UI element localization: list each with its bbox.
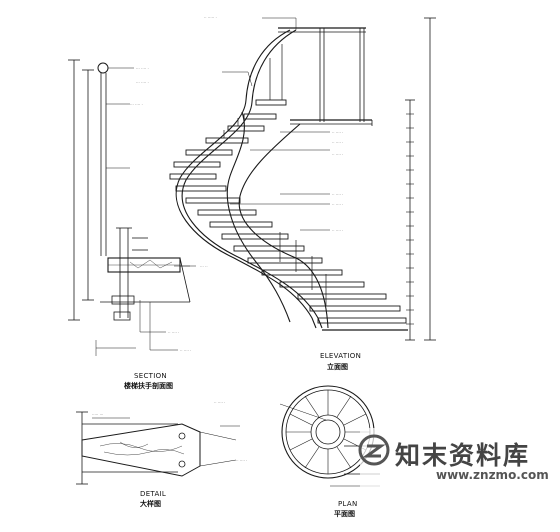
svg-text:·· ···· ·: ·· ···· · <box>214 400 225 405</box>
svg-text:··· ··: ··· ·· <box>200 264 208 269</box>
svg-text:··· ···· ·: ··· ···· · <box>136 80 149 85</box>
svg-text:····· ···: ····· ··· <box>92 412 103 417</box>
svg-text:·· ···· ·: ·· ···· · <box>236 458 247 463</box>
elevation-caption: ELEVATION <box>320 352 362 360</box>
plan-caption-cn: 平面图 <box>334 510 355 518</box>
svg-text:·· ···· ·: ·· ···· · <box>180 348 191 353</box>
svg-text:·· ···· ·: ·· ···· · <box>332 192 343 197</box>
svg-text:·· ···· ·: ·· ···· · <box>332 228 343 233</box>
plan-caption: PLAN <box>338 500 358 508</box>
section-drawing <box>68 59 196 356</box>
faint-annotation-tags: ·· ····· · ··· ···· · ··· ···· · ··· ···… <box>92 15 343 463</box>
balusters <box>223 44 327 306</box>
section-caption: SECTION <box>134 372 167 380</box>
detail-drawing <box>76 411 240 485</box>
svg-text:··· ···· ·: ··· ···· · <box>130 102 143 107</box>
svg-text:·· ···· ·: ·· ···· · <box>332 140 343 145</box>
svg-text:··· ···· ·: ··· ···· · <box>136 66 149 71</box>
svg-text:·· ···· ·: ·· ···· · <box>332 152 343 157</box>
watermark-brand: 知末资料库 <box>395 441 531 470</box>
landing-railing <box>278 27 373 126</box>
elevation-caption-cn: 立面图 <box>327 363 348 371</box>
watermark-url: www.znzmo.com <box>436 468 549 482</box>
stair-treads <box>169 99 408 331</box>
spiral-handrails <box>175 29 329 329</box>
svg-text:·· ···· ·: ·· ···· · <box>332 130 343 135</box>
watermark-logo-icon <box>358 434 390 466</box>
detail-caption: DETAIL <box>140 490 167 498</box>
section-caption-cn: 楼梯扶手剖面图 <box>124 382 173 390</box>
svg-text:·· ····· ·: ·· ····· · <box>204 15 217 20</box>
svg-text:·· ···· ·: ·· ···· · <box>168 330 179 335</box>
detail-caption-cn: 大样图 <box>140 500 161 508</box>
watermark-backdrop <box>360 428 556 496</box>
svg-text:·· ···· ·: ·· ···· · <box>332 202 343 207</box>
elevation-dimension-lines <box>405 17 436 341</box>
